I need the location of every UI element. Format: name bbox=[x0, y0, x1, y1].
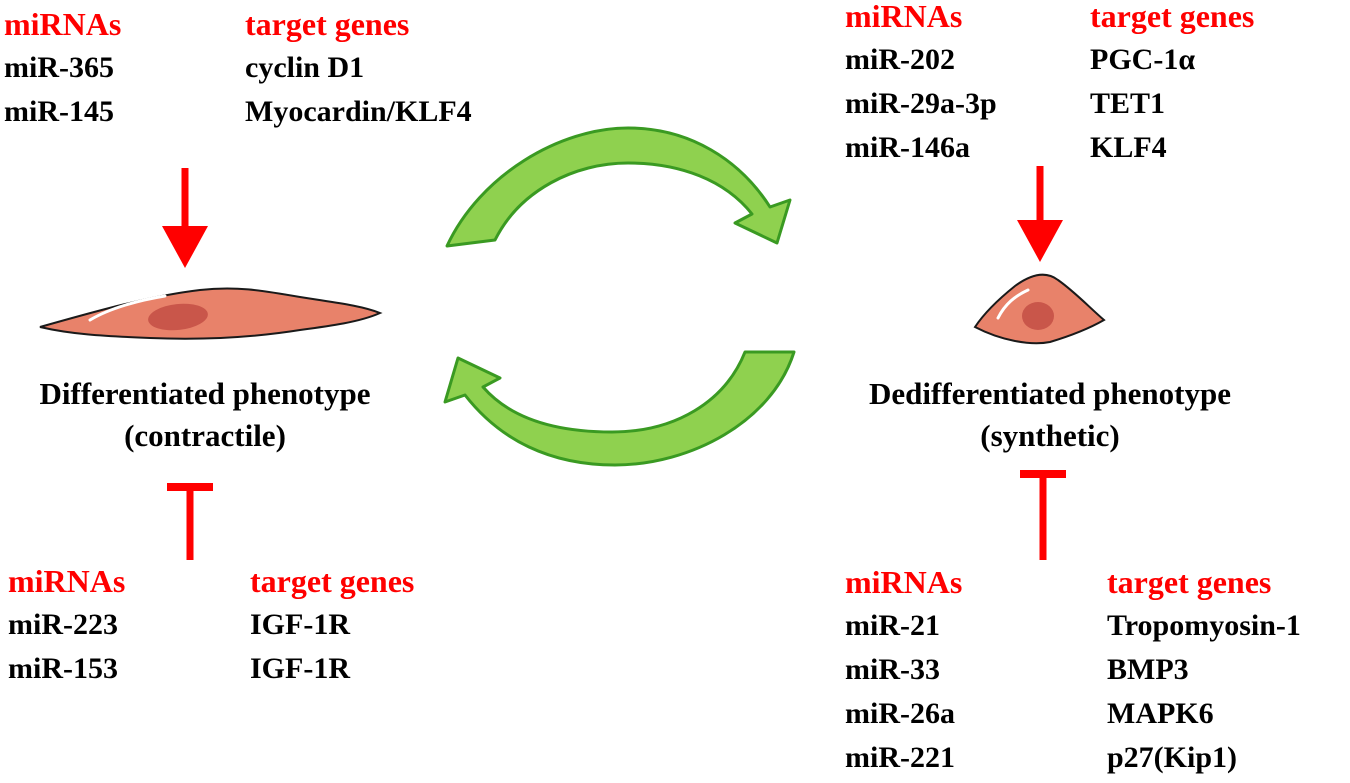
target-gene: MAPK6 bbox=[1107, 697, 1214, 730]
dedifferentiated-phenotype-label: Dedifferentiated phenotype (synthetic) bbox=[830, 373, 1270, 457]
top-left-mirna-table: miRNAs target genes miR-365 cyclin D1 mi… bbox=[4, 2, 564, 134]
green-cycle-arrow-bottom bbox=[443, 350, 796, 467]
table-header-row: miRNAs target genes bbox=[845, 0, 1345, 38]
mirna-name: miR-26a bbox=[845, 697, 955, 730]
red-down-arrow-left bbox=[162, 168, 208, 268]
table-row: miR-33 BMP3 bbox=[845, 648, 1345, 692]
mirnas-header: miRNAs bbox=[845, 0, 963, 34]
table-row: miR-223 IGF-1R bbox=[8, 603, 488, 647]
mirna-name: miR-21 bbox=[845, 609, 940, 642]
green-cycle-arrow-top bbox=[445, 126, 792, 248]
contractile-cell-icon bbox=[39, 287, 383, 340]
target-genes-header: target genes bbox=[1107, 564, 1272, 600]
target-gene: Myocardin/KLF4 bbox=[245, 95, 472, 128]
red-down-arrow-right bbox=[1017, 166, 1063, 262]
table-row: miR-153 IGF-1R bbox=[8, 647, 488, 691]
target-gene: TET1 bbox=[1090, 87, 1166, 120]
inhibition-bar-left bbox=[167, 483, 213, 560]
target-gene: Tropomyosin-1 bbox=[1107, 609, 1301, 642]
target-gene: cyclin D1 bbox=[245, 51, 365, 84]
table-row: miR-145 Myocardin/KLF4 bbox=[4, 90, 564, 134]
table-header-row: miRNAs target genes bbox=[4, 2, 564, 46]
phenotype-name: Dedifferentiated phenotype bbox=[869, 376, 1231, 411]
mirna-name: miR-146a bbox=[845, 131, 970, 164]
bottom-left-mirna-table: miRNAs target genes miR-223 IGF-1R miR-1… bbox=[8, 559, 488, 691]
mirna-name: miR-202 bbox=[845, 43, 955, 76]
target-gene: IGF-1R bbox=[250, 608, 350, 641]
mirna-name: miR-365 bbox=[4, 51, 114, 84]
bottom-right-mirna-table: miRNAs target genes miR-21 Tropomyosin-1… bbox=[845, 560, 1345, 780]
mirnas-header: miRNAs bbox=[4, 6, 122, 42]
mirnas-header: miRNAs bbox=[845, 564, 963, 600]
mirna-name: miR-33 bbox=[845, 653, 940, 686]
differentiated-phenotype-label: Differentiated phenotype (contractile) bbox=[0, 373, 410, 457]
table-row: miR-26a MAPK6 bbox=[845, 692, 1345, 736]
target-gene: IGF-1R bbox=[250, 652, 350, 685]
synthetic-cell-icon bbox=[973, 273, 1106, 345]
target-genes-header: target genes bbox=[250, 563, 415, 599]
target-gene: KLF4 bbox=[1090, 131, 1167, 164]
target-gene: BMP3 bbox=[1107, 653, 1189, 686]
table-row: miR-202 PGC-1α bbox=[845, 38, 1345, 82]
target-genes-header: target genes bbox=[245, 6, 410, 42]
mirna-name: miR-221 bbox=[845, 741, 955, 774]
table-header-row: miRNAs target genes bbox=[845, 560, 1345, 604]
mirna-name: miR-145 bbox=[4, 95, 114, 128]
mirna-name: miR-153 bbox=[8, 652, 118, 685]
table-row: miR-29a-3p TET1 bbox=[845, 82, 1345, 126]
target-gene: PGC-1α bbox=[1090, 43, 1196, 76]
phenotype-name: Differentiated phenotype bbox=[39, 376, 371, 411]
table-row: miR-21 Tropomyosin-1 bbox=[845, 604, 1345, 648]
phenotype-subtitle: (synthetic) bbox=[980, 418, 1120, 453]
mirna-name: miR-29a-3p bbox=[845, 87, 997, 120]
phenotype-subtitle: (contractile) bbox=[124, 418, 286, 453]
top-right-mirna-table: miRNAs target genes miR-202 PGC-1α miR-2… bbox=[845, 0, 1345, 170]
target-gene: p27(Kip1) bbox=[1107, 741, 1238, 774]
table-header-row: miRNAs target genes bbox=[8, 559, 488, 603]
mirna-name: miR-223 bbox=[8, 608, 118, 641]
table-row: miR-221 p27(Kip1) bbox=[845, 736, 1345, 780]
target-genes-header: target genes bbox=[1090, 0, 1255, 34]
inhibition-bar-right bbox=[1020, 470, 1066, 560]
table-row: miR-365 cyclin D1 bbox=[4, 46, 564, 90]
mirnas-header: miRNAs bbox=[8, 563, 126, 599]
table-row: miR-146a KLF4 bbox=[845, 126, 1345, 170]
